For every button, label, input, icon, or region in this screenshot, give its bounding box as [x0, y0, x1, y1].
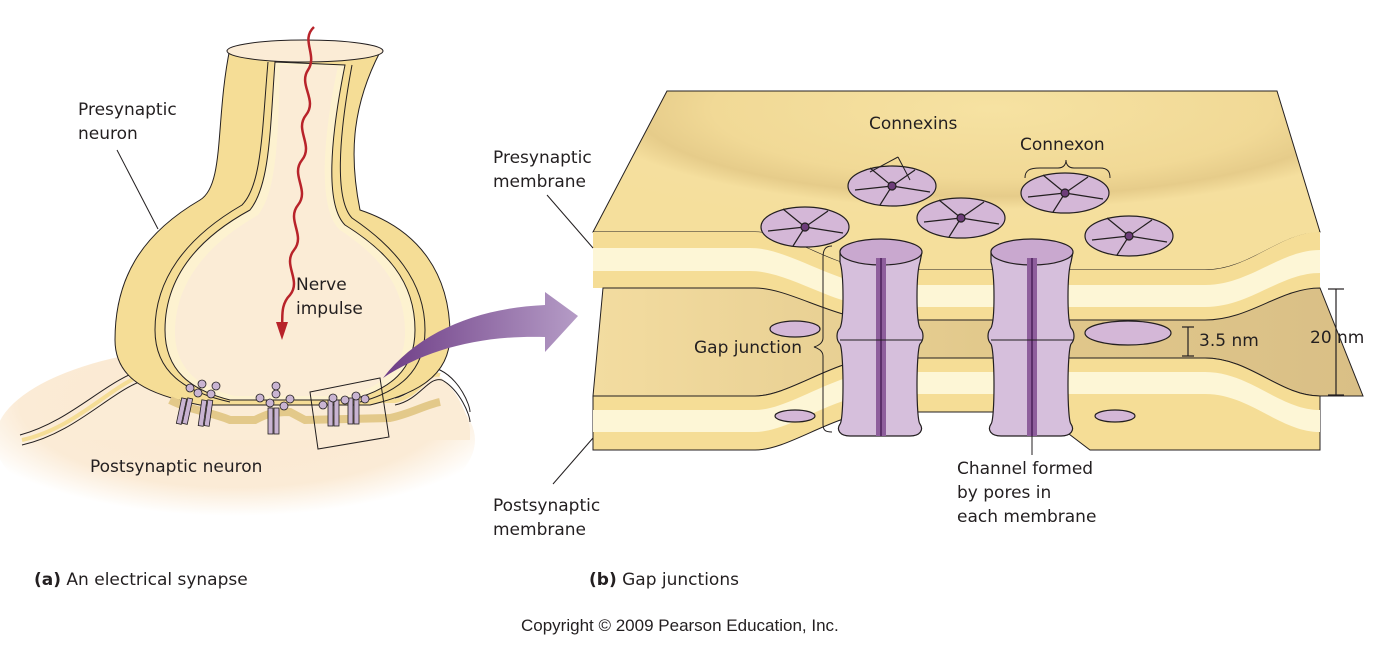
gap-junction-channel	[987, 238, 1075, 437]
label-line: impulse	[296, 299, 363, 319]
leader-connexins-1	[869, 156, 899, 173]
connexon-brace	[1024, 159, 1111, 179]
caption-letter: (b)	[589, 570, 617, 590]
label-postsynaptic-neuron: Postsynaptic neuron	[90, 457, 263, 477]
nerve-impulse-path	[280, 26, 315, 326]
leader-connexins-2	[897, 156, 911, 181]
label-nerve-impulse: Nerve impulse	[296, 273, 363, 321]
surface-connexons	[760, 165, 1174, 423]
label-line: membrane	[493, 172, 587, 192]
gap-junction-brace	[813, 245, 833, 433]
label-line: Presynaptic	[493, 148, 592, 168]
presynaptic-bilayer-core	[593, 248, 1320, 307]
label-line: each membrane	[957, 507, 1097, 527]
connexon	[847, 165, 937, 207]
caption-text: Gap junctions	[622, 570, 739, 590]
caption-panel-b: (b) Gap junctions	[589, 570, 739, 590]
connexon	[1020, 172, 1110, 214]
gap-junction-illustration	[546, 90, 1364, 485]
leader-postsynaptic-membrane	[552, 437, 594, 485]
connexon	[916, 197, 1006, 239]
label-channel: Channel formed by pores in each membrane	[957, 457, 1096, 529]
label-connexon: Connexon	[1020, 135, 1105, 155]
caption-text: An electrical synapse	[66, 570, 248, 590]
nerve-impulse-arrowhead	[276, 322, 288, 340]
magnification-box	[309, 377, 390, 450]
leader-presynaptic-neuron	[116, 149, 159, 230]
leader-presynaptic-membrane	[546, 194, 594, 249]
connexon	[1084, 215, 1174, 257]
label-line: by pores in	[957, 483, 1052, 503]
mini-connexons	[185, 379, 370, 411]
label-membrane-span: 20 nm	[1310, 328, 1365, 348]
caption-panel-a: (a) An electrical synapse	[34, 570, 248, 590]
label-line: Nerve	[296, 275, 347, 295]
scale-20nm	[1328, 288, 1344, 396]
scale-3-5nm	[1182, 326, 1194, 357]
label-connexins: Connexins	[869, 114, 958, 134]
caption-letter: (a)	[34, 570, 62, 590]
label-line: Presynaptic	[78, 100, 177, 120]
label-line: neuron	[78, 124, 138, 144]
label-presynaptic-neuron: Presynaptic neuron	[78, 98, 177, 146]
label-gap-junction: Gap junction	[694, 338, 802, 358]
label-postsynaptic-membrane: Postsynaptic membrane	[493, 494, 600, 542]
connexon	[760, 206, 850, 248]
label-gap-width: 3.5 nm	[1199, 331, 1259, 351]
electrical-synapse-illustration	[0, 26, 578, 535]
zoom-arrow	[383, 292, 578, 378]
gap-junction-channel	[836, 238, 924, 437]
label-line: Postsynaptic	[493, 496, 601, 516]
label-line: Channel formed	[957, 459, 1094, 479]
label-line: membrane	[493, 520, 587, 540]
label-presynaptic-membrane: Presynaptic membrane	[493, 146, 592, 194]
copyright-notice: Copyright © 2009 Pearson Education, Inc.	[521, 616, 839, 635]
axon-opening	[226, 39, 384, 63]
